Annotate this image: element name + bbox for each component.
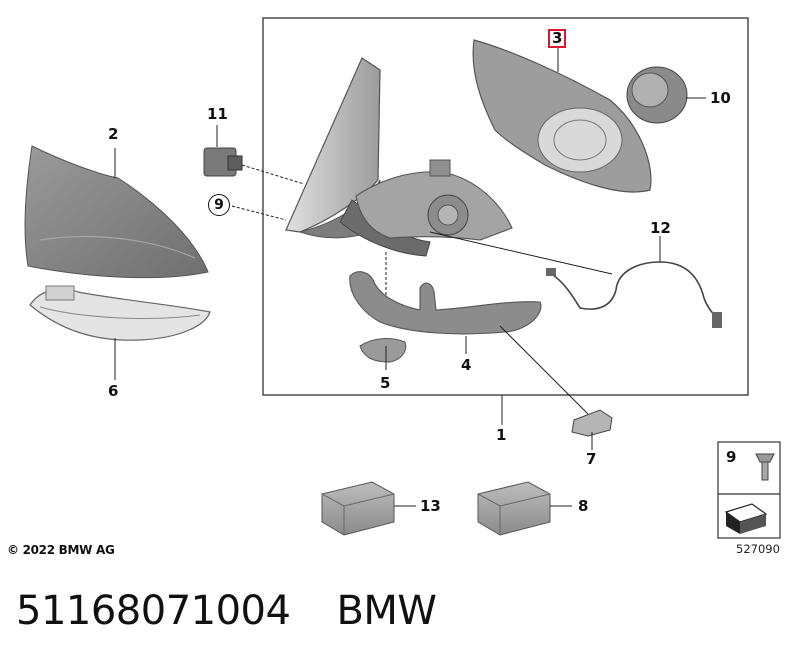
screw-icon [755,453,775,481]
callout-1: 1 [496,426,507,444]
part-small-cover [359,338,407,363]
part-motor [626,66,688,124]
callout-5: 5 [380,374,391,392]
callout-12: 12 [650,219,671,237]
legend-box [717,441,781,539]
copyright-notice: © 2022 BMW AG [7,543,115,557]
part-box-8 [477,481,551,536]
part-sensor [203,147,243,177]
callout-13: 13 [420,497,441,515]
callout-2: 2 [108,125,119,143]
callout-7: 7 [586,450,597,468]
part-wiring-harness [546,261,722,328]
legend-box-label: 9 [726,448,737,466]
part-box-13 [321,481,395,536]
callout-8: 8 [578,497,589,515]
callout-4: 4 [461,356,472,374]
diagram-number: 527090 [736,542,780,556]
callout-11: 11 [207,105,228,123]
callout-6: 6 [108,382,119,400]
assembly-frame [262,17,749,396]
part-turn-signal [29,285,211,341]
parts-diagram [24,17,781,539]
callout-10: 10 [710,89,731,107]
brand-name: BMW [336,588,437,634]
part-mirror-base [355,159,513,241]
part-caption: 51168071004 BMW [16,588,437,634]
part-lower-trim [349,271,542,335]
part-clip [571,409,613,437]
leader-lines [114,48,706,507]
part-mirror-cap [24,145,209,279]
callout-3-highlighted: 3 [548,29,567,48]
callout-9-circled: 9 [208,194,230,216]
part-backplate [472,39,652,193]
tool-arrow-icon [724,503,768,534]
part-number: 51168071004 [16,588,291,634]
